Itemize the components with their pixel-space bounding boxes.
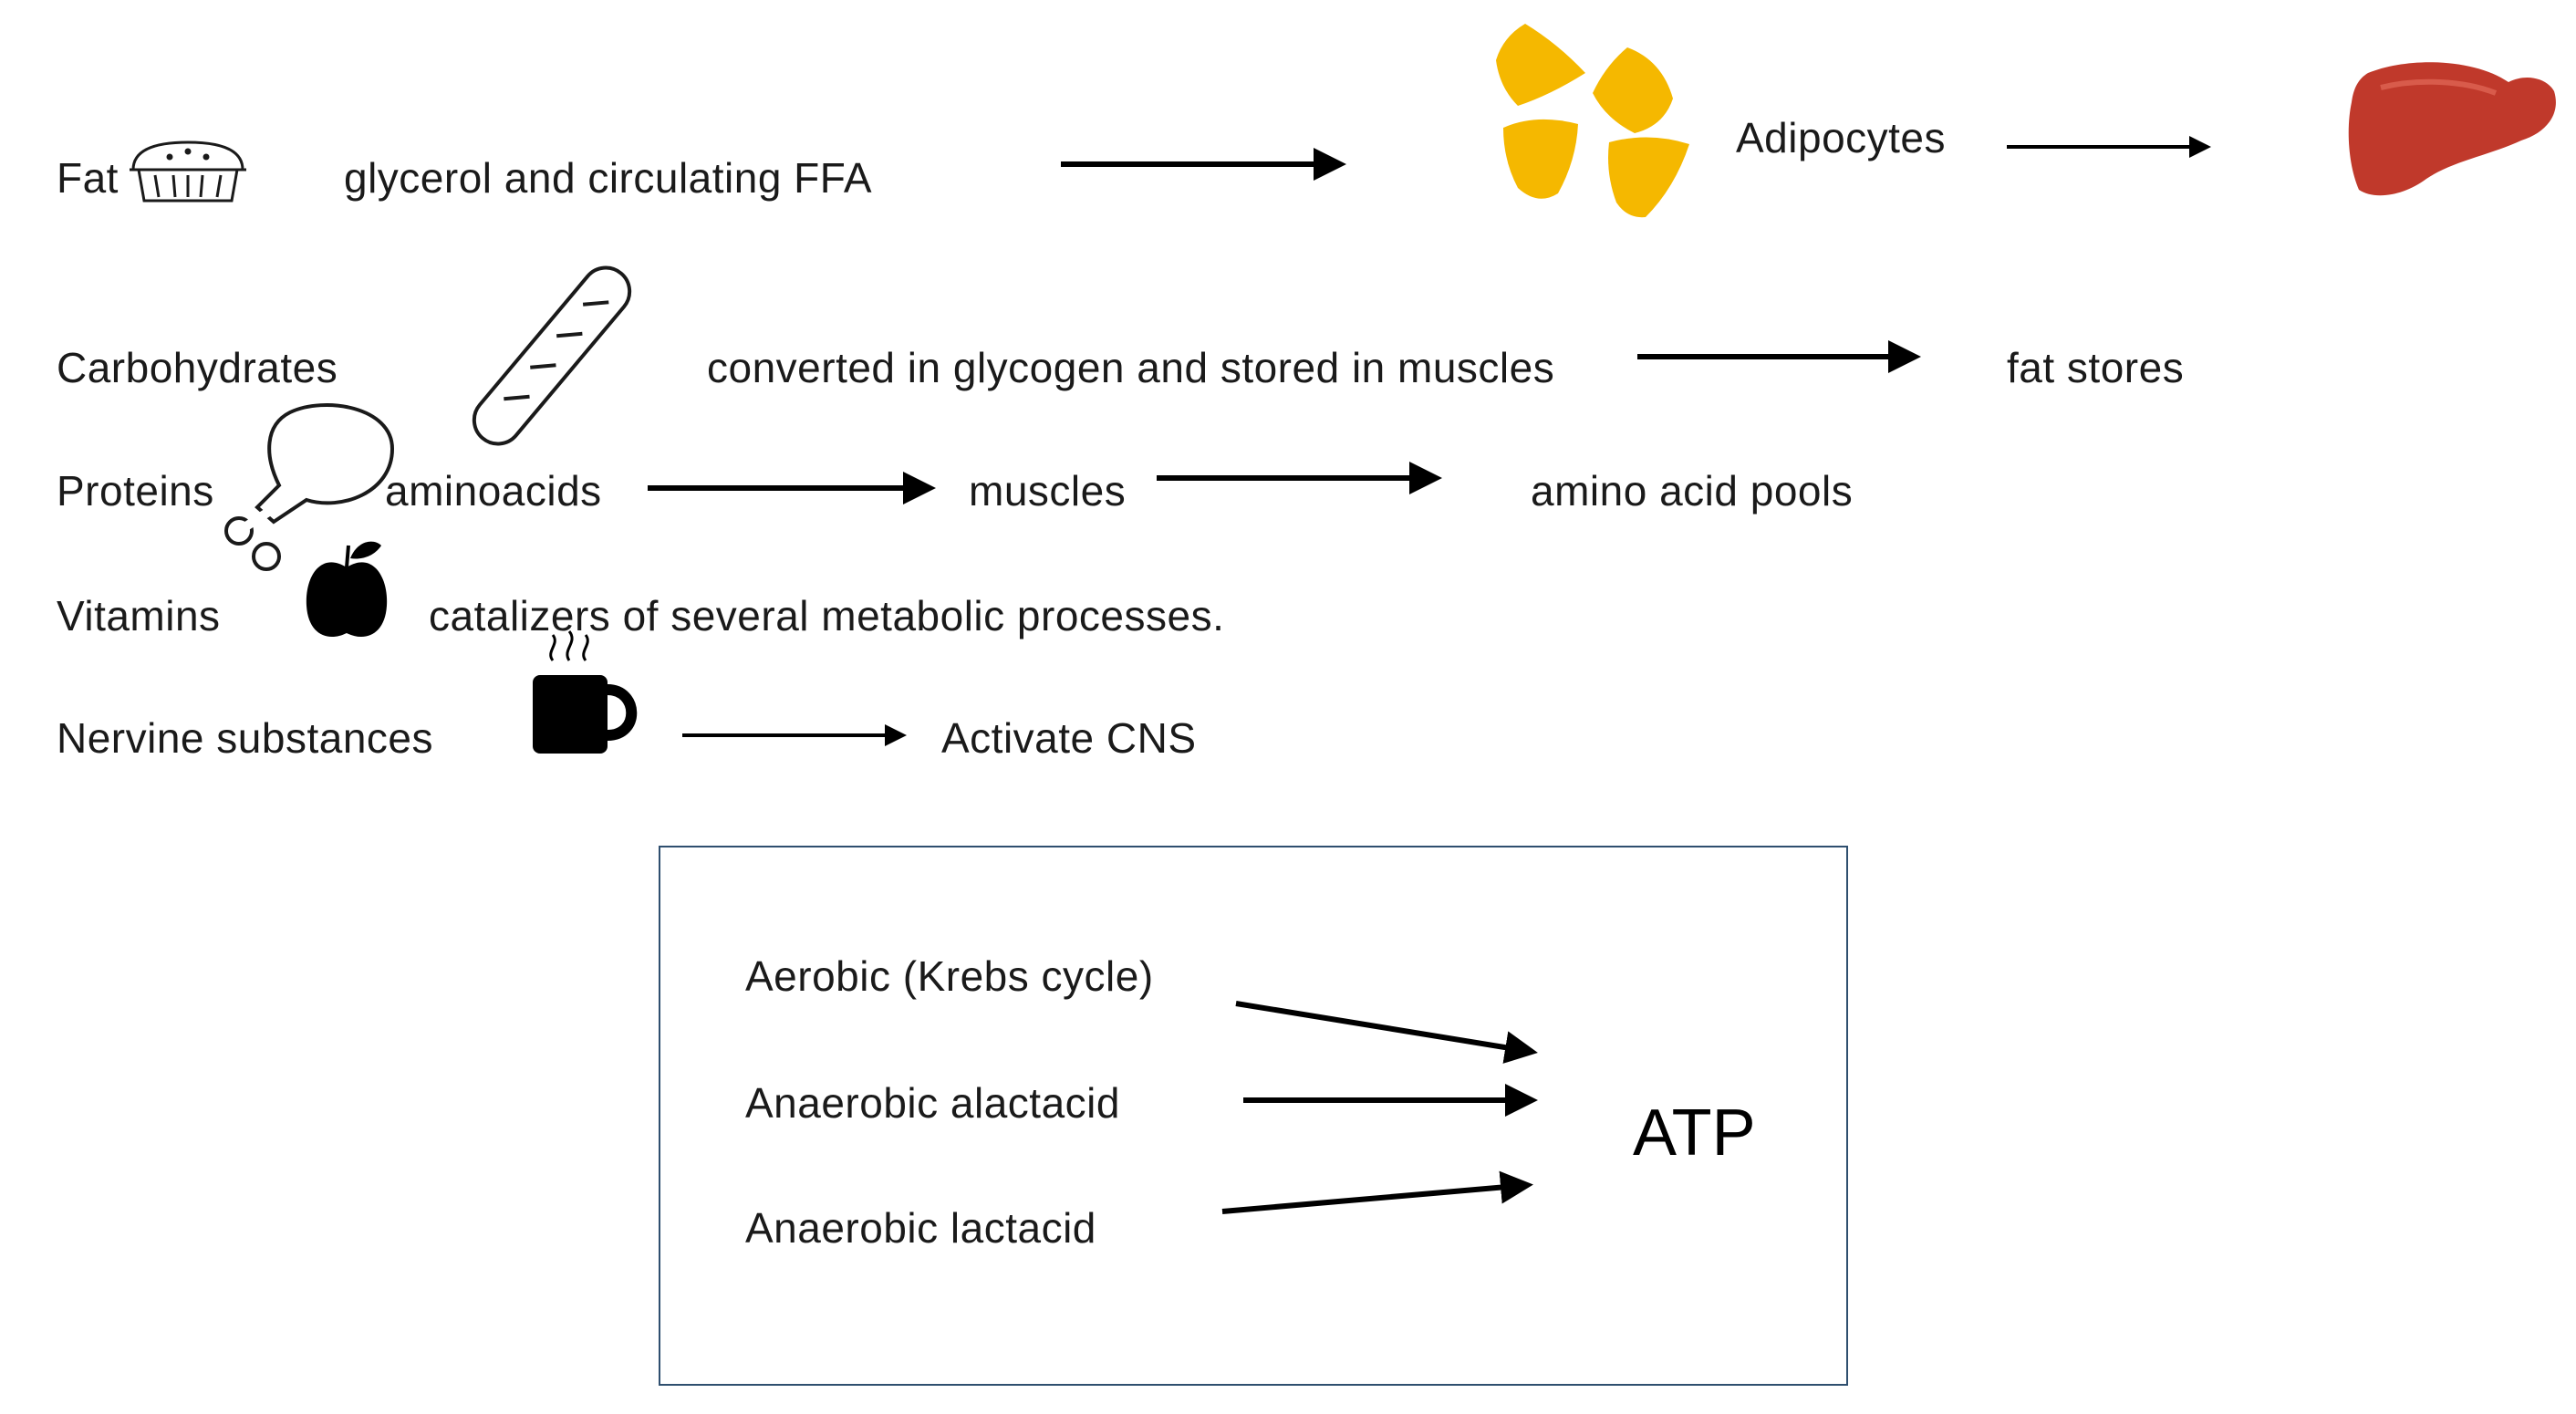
activate-cns-label: Activate CNS [941,714,1197,762]
liver-icon [2348,62,2556,196]
coffee-mug-icon [533,630,638,754]
aminoacids-label: aminoacids [385,467,602,515]
amino-acid-pools-label: amino acid pools [1531,467,1854,515]
arrow-lactacid-to-atp [1221,1170,1533,1214]
vitamins-label: Vitamins [57,592,221,639]
adipocytes-label: Adipocytes [1736,114,1947,161]
fat-label: Fat [57,154,119,202]
apple-icon [306,541,388,638]
carbohydrates-label: Carbohydrates [57,344,338,391]
glycogen-muscles-label: converted in glycogen and stored in musc… [707,344,1555,391]
atp-label: ATP [1633,1097,1756,1170]
proteins-label: Proteins [57,467,214,515]
adipocytes-icon [1496,24,1689,218]
anaerobic-lactacid-label: Anaerobic lactacid [745,1204,1096,1252]
nervine-substances-label: Nervine substances [57,714,433,762]
catalizers-label: catalizers of several metabolic processe… [429,592,1225,639]
aerobic-pathway-label: Aerobic (Krebs cycle) [745,952,1154,1000]
arrow-aerobic-to-atp [1235,1001,1538,1064]
pie-icon [130,140,246,203]
chicken-leg-icon [224,403,395,571]
muscles-label: muscles [969,467,1127,515]
anaerobic-alactacid-label: Anaerobic alactacid [745,1079,1120,1127]
baguette-icon [472,265,632,446]
fat-stores-label: fat stores [2007,344,2185,391]
energy-pathways-box [659,846,1848,1386]
glycerol-ffa-label: glycerol and circulating FFA [344,154,873,202]
